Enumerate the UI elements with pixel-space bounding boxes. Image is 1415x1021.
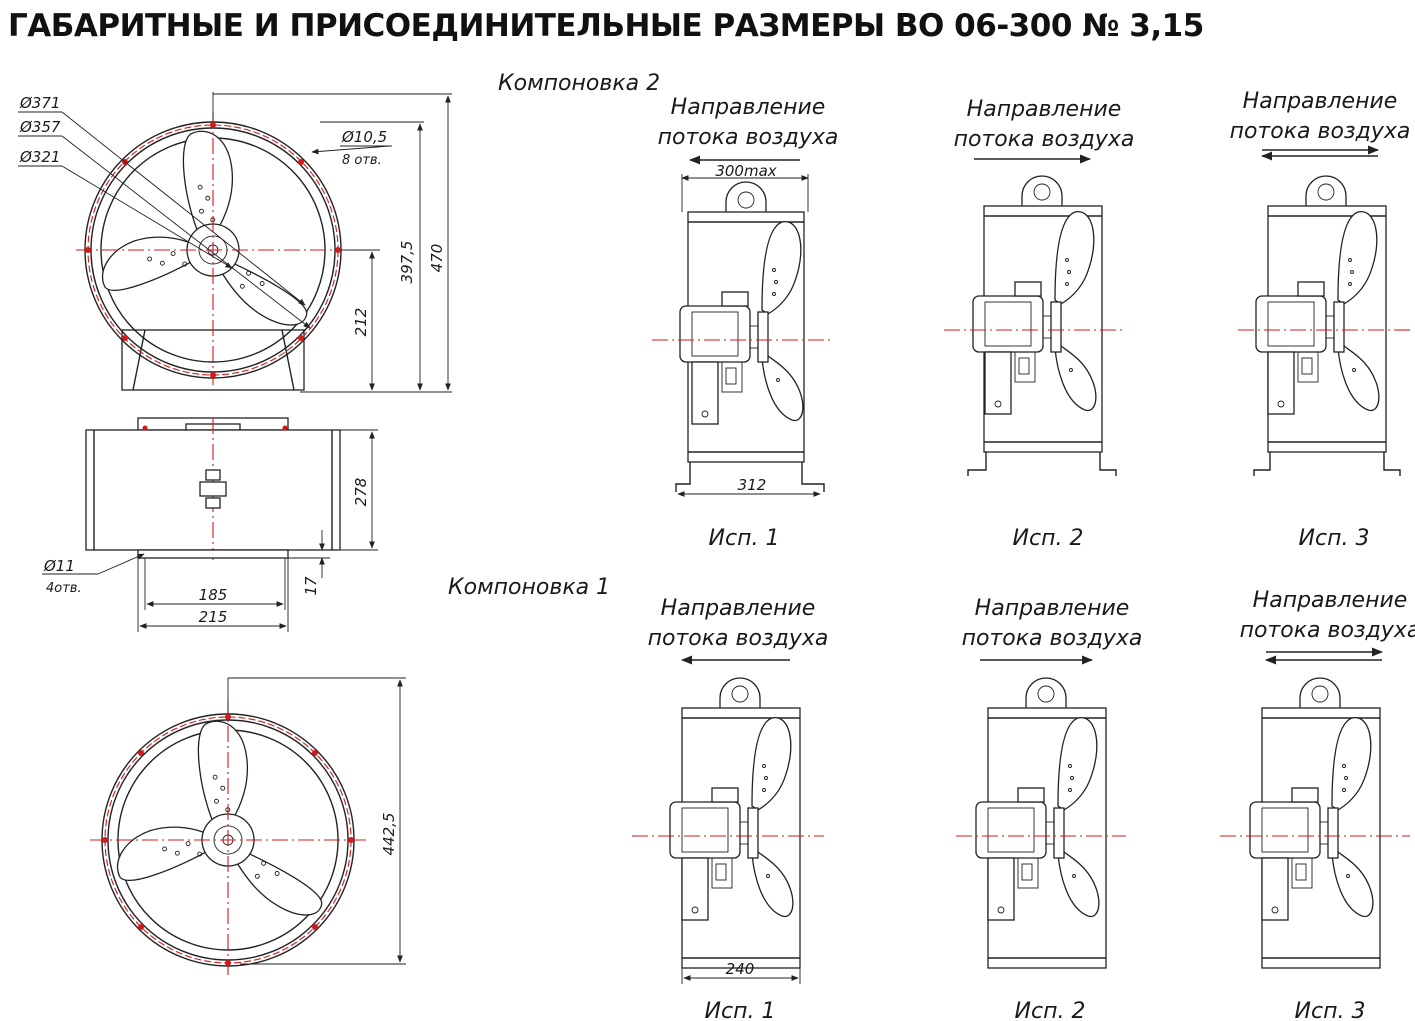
dim-17: 17 (302, 576, 320, 596)
variant-top-1: Направление потока воздуха 300max 312 Ис… (652, 95, 838, 551)
svg-text:Направление: Направление (661, 596, 816, 621)
svg-text:Направление: Направление (1253, 588, 1408, 613)
variant-bottom-2: Направление потока воздуха Исп. 2 (956, 596, 1142, 1021)
variant-label: Исп. 1 (709, 526, 780, 551)
variant-label: Исп. 2 (1013, 526, 1084, 551)
svg-text:Направление: Направление (967, 97, 1122, 122)
svg-text:потока воздуха: потока воздуха (1240, 618, 1415, 643)
front-view-layout-2: Ø371 Ø357 Ø321 Ø10,5 8 отв. 397,5 470 21… (18, 92, 452, 393)
dim-holes-8: 8 отв. (342, 153, 382, 168)
front-view-layout-1: 442,5 (90, 677, 406, 975)
svg-text:потока воздуха: потока воздуха (658, 125, 839, 150)
dim-d10-5: Ø10,5 (341, 128, 387, 146)
dim-d321: Ø321 (19, 148, 60, 166)
variant-bottom-1: Направление потока воздуха 240 Исп. 1 (632, 596, 828, 1021)
variant-bottom-3: Направление потока воздуха Исп. 3 (1220, 588, 1415, 1021)
dim-185: 185 (199, 586, 228, 604)
variant-label: Исп. 2 (1015, 999, 1086, 1021)
dim-d357: Ø357 (19, 118, 61, 136)
dim-300max: 300max (715, 162, 776, 180)
dim-312: 312 (738, 476, 767, 494)
variant-label: Исп. 3 (1295, 999, 1366, 1021)
dim-212: 212 (352, 308, 370, 337)
variant-label: Исп. 3 (1299, 526, 1370, 551)
page-title: ГАБАРИТНЫЕ И ПРИСОЕДИНИТЕЛЬНЫЕ РАЗМЕРЫ В… (8, 8, 1204, 44)
layout-1-label: Компоновка 1 (448, 575, 610, 600)
dim-215: 215 (199, 608, 228, 626)
svg-text:потока воздуха: потока воздуха (648, 626, 829, 651)
side-view-layout-2: 278 Ø11 4отв. 185 215 17 (42, 417, 378, 632)
svg-text:потока воздуха: потока воздуха (1230, 119, 1411, 144)
svg-text:Направление: Направление (975, 596, 1130, 621)
dim-470: 470 (428, 244, 446, 273)
dim-d11: Ø11 (43, 557, 75, 575)
svg-text:Направление: Направление (1243, 89, 1398, 114)
svg-text:потока воздуха: потока воздуха (962, 626, 1143, 651)
dim-holes-4: 4отв. (46, 581, 82, 596)
dim-397-5: 397,5 (398, 241, 416, 284)
variant-top-2: Направление потока воздуха Исп. 2 (944, 97, 1134, 551)
dim-d371: Ø371 (19, 94, 60, 112)
dim-442-5: 442,5 (380, 813, 398, 856)
svg-text:потока воздуха: потока воздуха (954, 127, 1135, 152)
variant-top-3: Направление потока воздуха Исп. 3 (1230, 89, 1411, 551)
svg-text:Направление: Направление (671, 95, 826, 120)
dim-278: 278 (352, 478, 370, 507)
layout-2-label: Компоновка 2 (498, 71, 660, 96)
dim-240: 240 (726, 960, 755, 978)
variant-label: Исп. 1 (705, 999, 776, 1021)
